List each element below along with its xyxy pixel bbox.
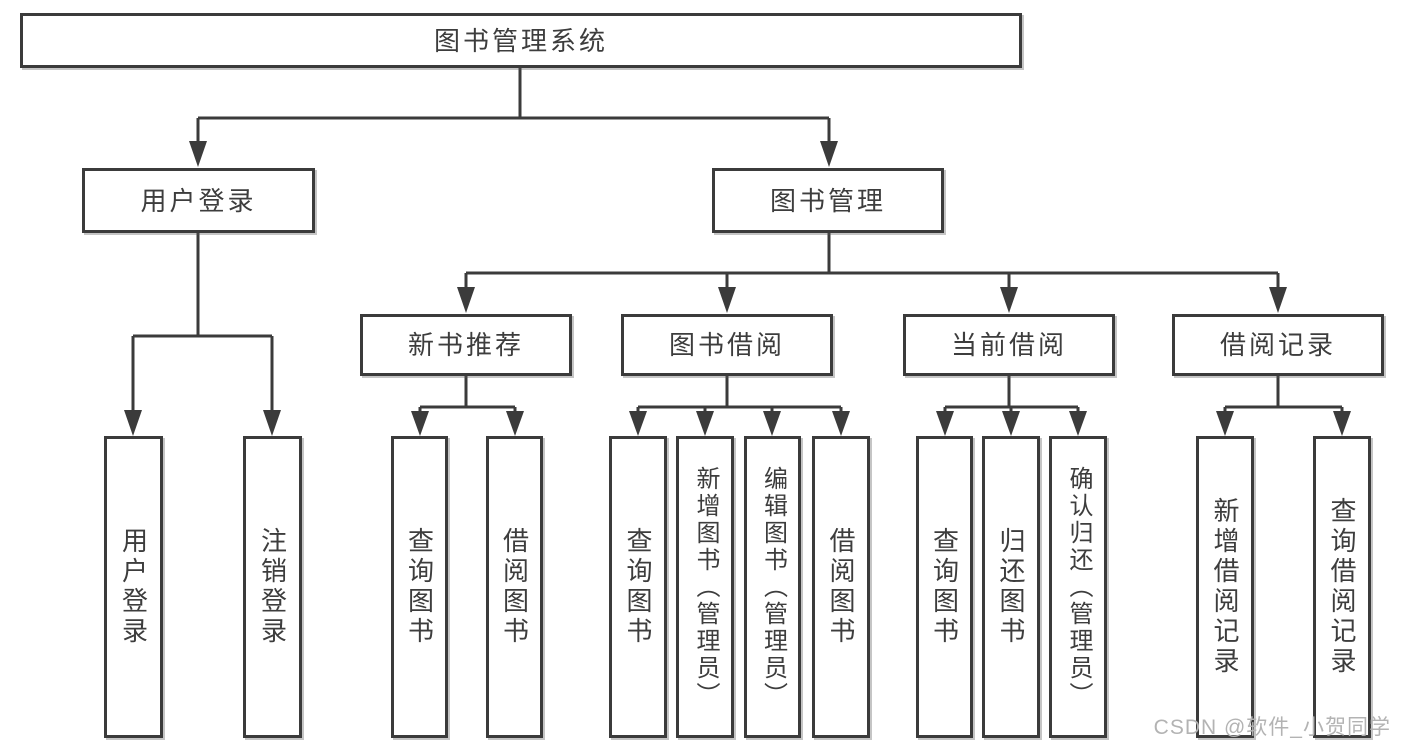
node-user-login: 用户登录	[82, 168, 315, 233]
node-bb-borrow-book-label: 借阅图书	[826, 527, 856, 647]
node-cb-confirm-return-label: 确认归还（管理员）	[1065, 465, 1092, 709]
node-bb-edit-book-label: 编辑图书（管理员）	[759, 465, 787, 709]
node-login: 用户登录	[104, 436, 163, 738]
node-bb-query-book-label: 查询图书	[623, 527, 653, 647]
node-bb-query-book: 查询图书	[609, 436, 667, 738]
node-bb-borrow-book: 借阅图书	[812, 436, 870, 738]
node-br-query-record-label: 查询借阅记录	[1327, 497, 1357, 677]
node-borrow-records: 借阅记录	[1172, 314, 1384, 376]
node-current-borrow: 当前借阅	[903, 314, 1115, 376]
node-user-login-label: 用户登录	[140, 185, 257, 216]
node-login-label: 用户登录	[118, 527, 149, 647]
node-rec-query-book-label: 查询图书	[404, 527, 435, 647]
node-br-add-record-label: 新增借阅记录	[1210, 497, 1240, 677]
node-logout-label: 注销登录	[257, 527, 288, 647]
node-cb-query-book-label: 查询图书	[929, 527, 960, 647]
node-bb-add-book-label: 新增图书（管理员）	[692, 465, 719, 709]
node-cb-return-book: 归还图书	[982, 436, 1040, 738]
node-new-book-rec: 新书推荐	[360, 314, 572, 376]
node-root-label: 图书管理系统	[433, 25, 608, 56]
node-root: 图书管理系统	[20, 13, 1022, 68]
node-cb-confirm-return: 确认归还（管理员）	[1049, 436, 1107, 738]
node-current-borrow-label: 当前借阅	[950, 330, 1067, 360]
node-new-book-rec-label: 新书推荐	[407, 330, 524, 360]
node-logout: 注销登录	[243, 436, 302, 738]
node-br-add-record: 新增借阅记录	[1196, 436, 1254, 738]
node-bb-add-book: 新增图书（管理员）	[676, 436, 734, 738]
node-rec-borrow-book-label: 借阅图书	[499, 527, 530, 647]
watermark: CSDN @软件_小贺同学	[1153, 716, 1391, 739]
node-book-borrow-label: 图书借阅	[668, 330, 785, 360]
node-book-mgmt: 图书管理	[712, 168, 944, 233]
node-rec-query-book: 查询图书	[391, 436, 448, 738]
node-rec-borrow-book: 借阅图书	[486, 436, 543, 738]
node-borrow-records-label: 借阅记录	[1219, 330, 1336, 360]
node-cb-query-book: 查询图书	[916, 436, 973, 738]
node-br-query-record: 查询借阅记录	[1313, 436, 1371, 738]
node-book-mgmt-label: 图书管理	[769, 185, 886, 216]
node-bb-edit-book: 编辑图书（管理员）	[744, 436, 801, 738]
node-cb-return-book-label: 归还图书	[996, 527, 1026, 647]
node-book-borrow: 图书借阅	[621, 314, 833, 376]
arrowheads	[124, 141, 1351, 436]
